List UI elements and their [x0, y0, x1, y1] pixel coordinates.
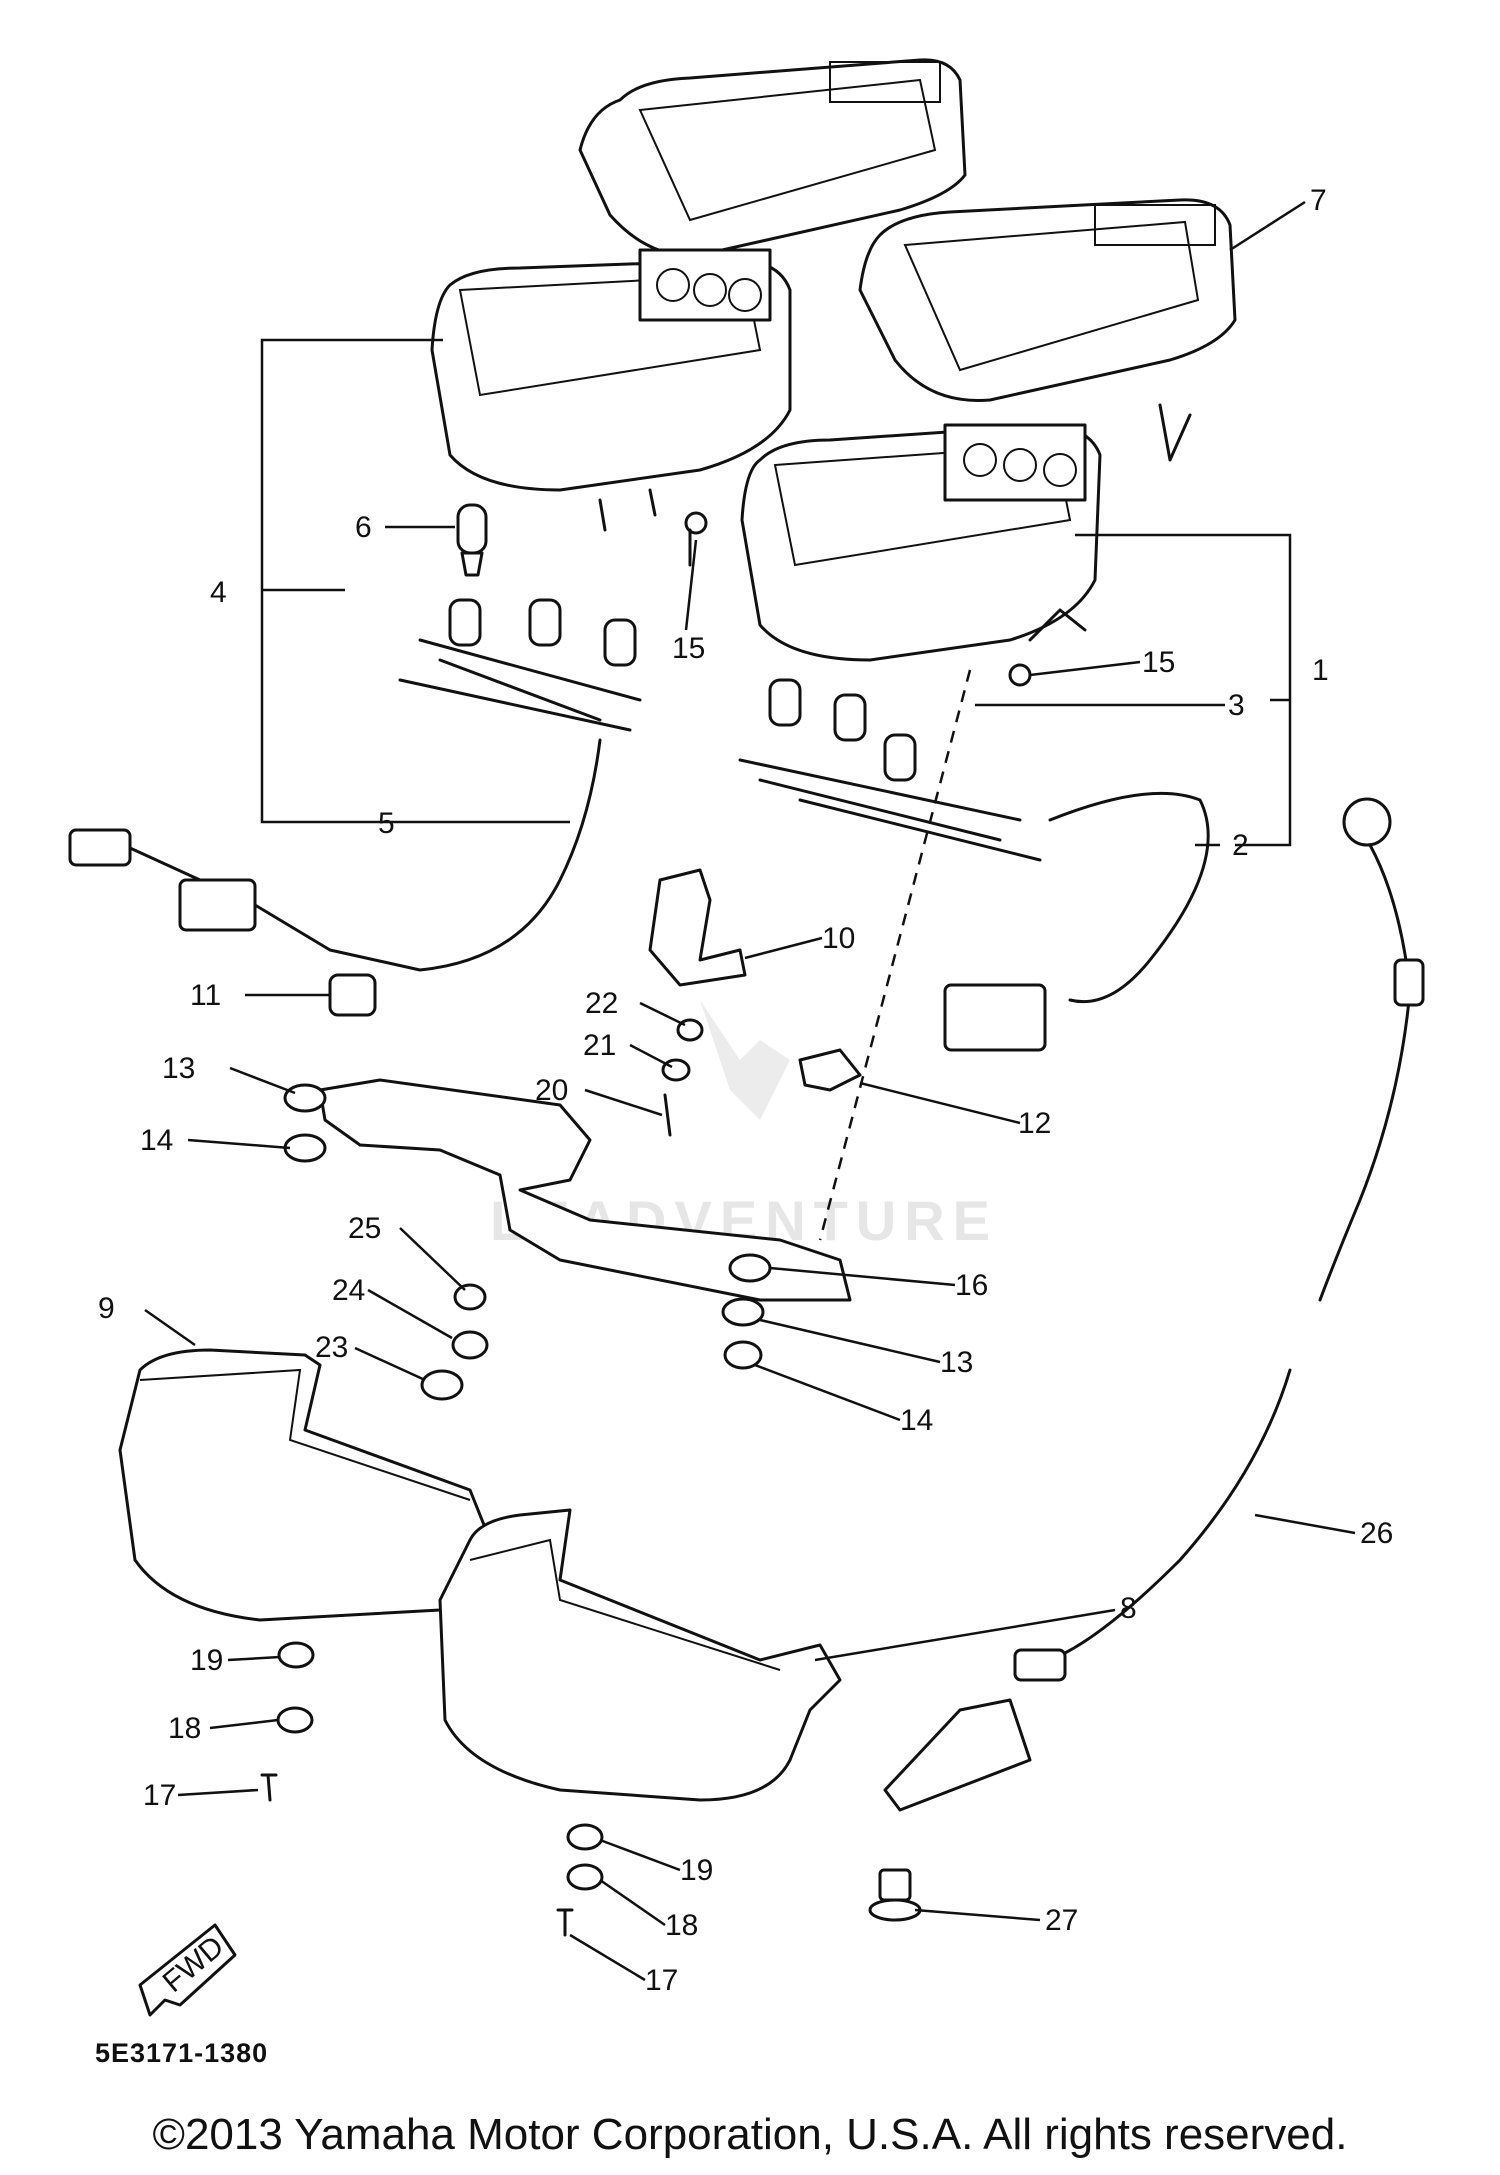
callout-3: 3 [1228, 689, 1245, 722]
bulb-6 [456, 503, 488, 577]
callout-17-left: 17 [143, 1779, 176, 1812]
meter-cover-rear [578, 58, 967, 257]
callout-24: 24 [332, 1274, 365, 1307]
lower-cover-8 [438, 1508, 842, 1802]
callout-5: 5 [378, 807, 395, 840]
meter-assembly-4 [430, 248, 792, 532]
callout-15-right: 15 [1142, 646, 1175, 679]
callout-2: 2 [1232, 829, 1249, 862]
part-10 [648, 868, 747, 987]
leader-lines [144, 200, 1356, 1982]
callout-7: 7 [1310, 184, 1327, 217]
callout-19-right: 19 [680, 1854, 713, 1887]
callout-9: 9 [98, 1292, 115, 1325]
callout-18-right: 18 [665, 1909, 698, 1942]
grommet-11 [328, 973, 377, 1017]
callout-25: 25 [348, 1212, 381, 1245]
drawing-code: 5E3171-1380 [95, 2038, 268, 2068]
callout-6: 6 [355, 511, 372, 544]
callout-26: 26 [1360, 1517, 1393, 1550]
callout-8: 8 [1120, 1592, 1137, 1625]
group-brackets [260, 338, 1292, 1241]
callout-27: 27 [1045, 1904, 1078, 1937]
callout-11: 11 [190, 979, 221, 1012]
callout-14-right: 14 [900, 1404, 933, 1437]
callout-10: 10 [822, 922, 855, 955]
callout-19-left: 19 [190, 1644, 223, 1677]
callout-17-right: 17 [645, 1964, 678, 1997]
meter-cover-7 [858, 198, 1237, 462]
callout-labels: 1 2 3 4 5 6 7 8 9 10 11 12 13 13 14 14 1… [98, 184, 1393, 1997]
socket-harness-2 [738, 678, 1210, 1052]
callout-16: 16 [955, 1269, 988, 1302]
callout-12: 12 [1018, 1107, 1051, 1140]
meter-assembly-1 [740, 423, 1102, 662]
meter-bracket [318, 1078, 852, 1302]
speedometer-cable-26 [883, 797, 1425, 1812]
callout-18-left: 18 [168, 1712, 201, 1745]
callout-23: 23 [315, 1331, 348, 1364]
fwd-arrow: FWD [138, 1923, 237, 2017]
callout-13-left: 13 [162, 1052, 195, 1085]
callout-20: 20 [535, 1074, 568, 1107]
part-12 [798, 1048, 862, 1092]
copyright-notice: ©2013 Yamaha Motor Corporation, U.S.A. A… [152, 2110, 1348, 2159]
callout-22: 22 [585, 987, 618, 1020]
callout-21: 21 [583, 1029, 616, 1062]
callout-4: 4 [210, 576, 227, 609]
hardware [260, 511, 1032, 1937]
callout-1: 1 [1312, 654, 1329, 687]
callout-13-right: 13 [940, 1346, 973, 1379]
callout-14-left: 14 [140, 1124, 173, 1157]
socket-harness-5 [68, 598, 642, 972]
callout-15-left: 15 [672, 632, 705, 665]
